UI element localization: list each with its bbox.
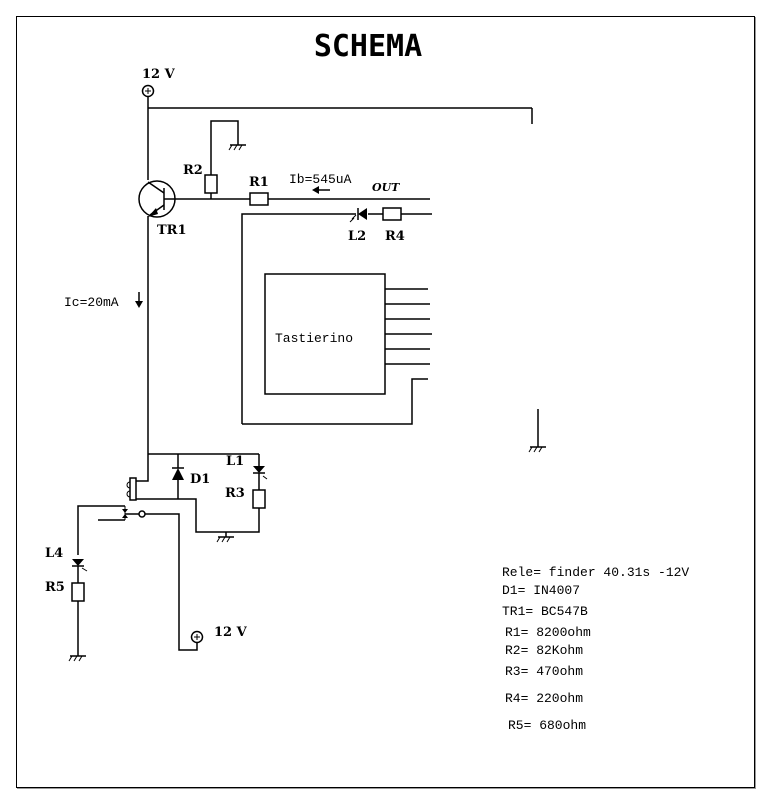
resistor-r4: [382, 207, 402, 221]
parts-list-item: TR1= BC547B: [502, 604, 588, 619]
led-l1-icon: [253, 466, 268, 490]
parts-list-item: R5= 680ohm: [508, 718, 586, 733]
parts-list: Rele= finder 40.31s -12V D1= IN4007 TR1=…: [502, 565, 689, 733]
schematic-title: SCHEMA: [314, 29, 422, 64]
wire-supply-rail: [147, 97, 533, 180]
wire-relay-top: [136, 453, 260, 482]
keypad-pins: [242, 288, 432, 425]
ground-icon: [216, 532, 234, 543]
ground-icon: [528, 446, 546, 453]
resistor-r2: [204, 174, 218, 194]
parts-list-item: Rele= finder 40.31s -12V: [502, 565, 689, 580]
parts-list-item: R1= 8200ohm: [505, 625, 591, 640]
label-r2: R2: [183, 163, 203, 178]
label-out: OUT: [372, 181, 400, 194]
wire-r2-ground: [210, 120, 239, 175]
schematic-frame: [16, 16, 755, 788]
arrow-down-icon: [135, 292, 143, 308]
resistor-r3: [252, 489, 266, 509]
label-r3: R3: [225, 486, 245, 501]
label-r4: R4: [385, 229, 405, 244]
relay-contact-icon: [77, 505, 198, 651]
label-ib: Ib=545uA: [289, 172, 352, 187]
label-l2: L2: [348, 229, 366, 244]
label-r5: R5: [45, 580, 65, 595]
relay-coil-icon: [126, 477, 137, 501]
label-l4: L4: [45, 546, 63, 561]
ground-icon: [228, 144, 246, 151]
resistor-r5: [71, 582, 85, 602]
diode-d1-icon: [172, 467, 184, 499]
parts-list-item: R2= 82Kohm: [505, 643, 583, 658]
supply-top-label: 12 V: [142, 67, 176, 82]
wire-base: [164, 193, 430, 200]
arrow-left-icon: [312, 186, 330, 194]
supply-bottom-terminal-icon: [190, 630, 204, 644]
led-l2-icon: [349, 208, 367, 223]
parts-list-item: R3= 470ohm: [505, 664, 583, 679]
label-l1: L1: [226, 454, 244, 469]
resistor-r1: [249, 192, 269, 206]
led-l4-icon: [72, 559, 88, 583]
label-d1: D1: [190, 472, 210, 487]
wire-led-line: [241, 213, 432, 424]
supply-top-terminal-icon: [141, 84, 155, 98]
label-tr1: TR1: [157, 223, 187, 238]
label-r1: R1: [249, 175, 269, 190]
parts-list-item: D1= IN4007: [502, 583, 580, 598]
ground-icon: [68, 655, 86, 662]
supply-bottom-label: 12 V: [214, 625, 248, 640]
parts-list-item: R4= 220ohm: [505, 691, 583, 706]
wire-relay-bottom: [136, 498, 260, 533]
label-keypad: Tastierino: [275, 331, 353, 346]
label-ic: Ic=20mA: [64, 295, 119, 310]
